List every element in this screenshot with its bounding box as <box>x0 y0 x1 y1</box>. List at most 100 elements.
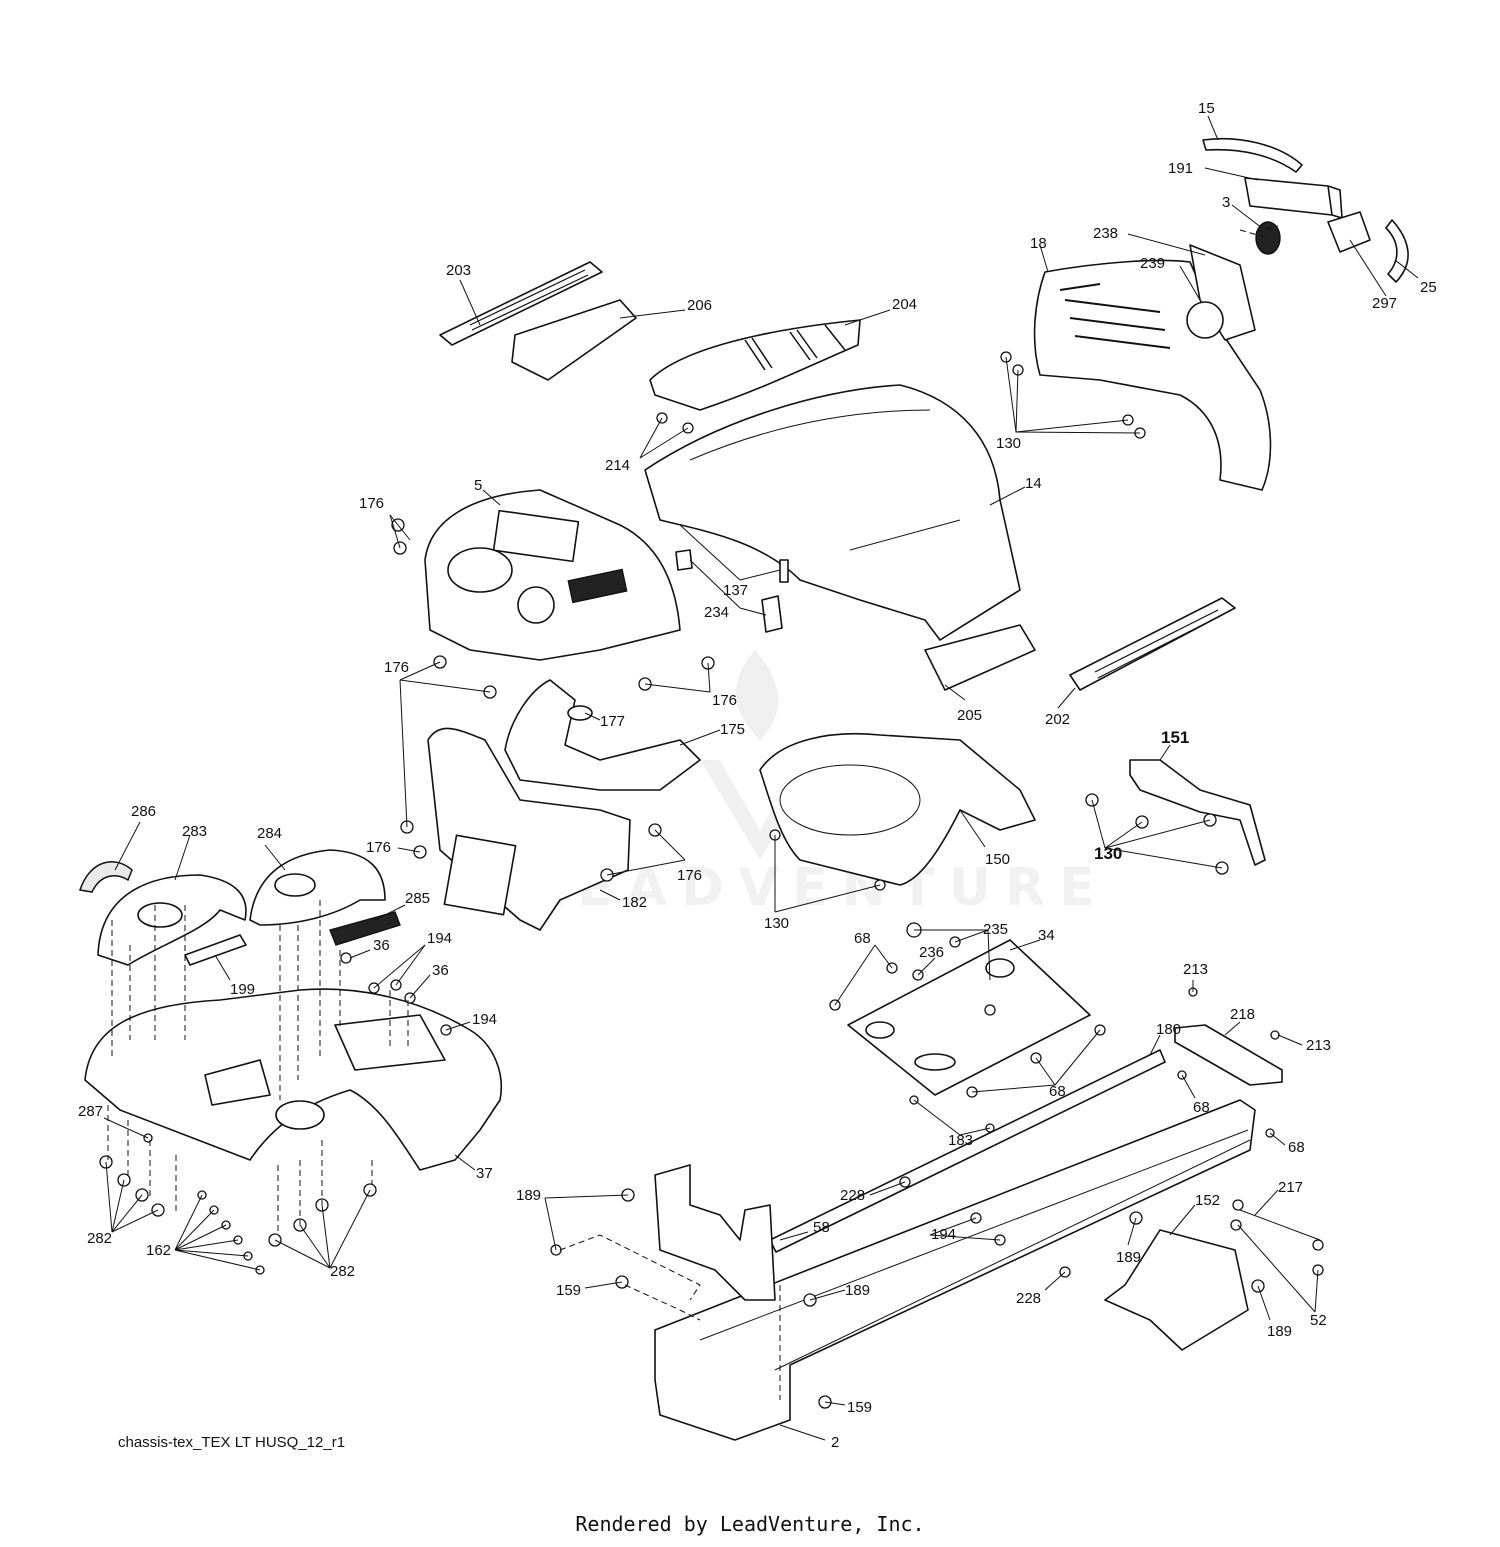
part-204-scoop[interactable] <box>649 319 861 411</box>
callout-218: 218 <box>1230 1006 1255 1023</box>
cover-284-ring <box>274 873 316 897</box>
alignment-dashes <box>107 225 1279 1400</box>
callout-282-right: 282 <box>330 1263 355 1280</box>
callout-175: 175 <box>720 721 745 738</box>
callout-52: 52 <box>1310 1312 1327 1329</box>
frame-lower-rail <box>699 1129 1251 1371</box>
part-239-headlight[interactable] <box>1186 301 1224 339</box>
part-206-duct[interactable] <box>511 299 637 381</box>
part-151-bracket[interactable] <box>1129 759 1266 866</box>
callout-217: 217 <box>1278 1179 1303 1196</box>
callout-287: 287 <box>78 1103 103 1120</box>
callout-234: 234 <box>704 604 729 621</box>
callout-203: 203 <box>446 262 471 279</box>
callout-36-a: 36 <box>373 937 390 954</box>
part-286-cap[interactable] <box>79 861 133 893</box>
part-191-block[interactable] <box>1244 177 1343 219</box>
callout-236: 236 <box>919 944 944 961</box>
part-234-bumper-b[interactable] <box>675 549 693 571</box>
part-177-grommet[interactable] <box>567 705 593 721</box>
part-205-lower-grille[interactable] <box>924 624 1036 691</box>
callout-68-low: 68 <box>1288 1139 1305 1156</box>
callout-189-left: 189 <box>516 1187 541 1204</box>
seat-pan-34-hole-c <box>865 1021 895 1039</box>
part-285-pad[interactable] <box>329 911 401 946</box>
pan-150-bowl <box>779 764 921 836</box>
callout-159-top: 159 <box>556 1282 581 1299</box>
part-202-vent[interactable] <box>1069 597 1236 691</box>
part-137-pin[interactable] <box>779 559 789 583</box>
callout-283: 283 <box>182 823 207 840</box>
callout-202: 202 <box>1045 711 1070 728</box>
part-152-plate[interactable] <box>1104 1229 1249 1351</box>
callout-36-b: 36 <box>432 962 449 979</box>
callout-177: 177 <box>600 713 625 730</box>
callout-183: 183 <box>948 1132 973 1149</box>
callout-176-left: 176 <box>366 839 391 856</box>
dash-switch-panel <box>567 568 628 604</box>
part-15-trim[interactable] <box>1202 137 1303 173</box>
callout-206: 206 <box>687 297 712 314</box>
part-238-lens[interactable] <box>1189 244 1256 341</box>
callout-159-low: 159 <box>847 1399 872 1416</box>
lower-dash-opening <box>443 834 517 916</box>
callout-214: 214 <box>605 457 630 474</box>
part-37-fender[interactable] <box>84 988 502 1171</box>
callout-189-mid: 189 <box>845 1282 870 1299</box>
cover-283-ring <box>137 902 183 928</box>
hood-14-panel <box>689 409 961 551</box>
callout-3: 3 <box>1222 194 1230 211</box>
part-58-bracket[interactable] <box>654 1164 776 1301</box>
dash-display-window <box>492 509 580 563</box>
seat-pan-34-hole-b <box>914 1053 956 1071</box>
callout-34: 34 <box>1038 927 1055 944</box>
part-180-frame-rail[interactable] <box>769 1049 1166 1253</box>
seat-pan-34-hole-a <box>985 958 1015 978</box>
part-34-seat-pan[interactable] <box>847 939 1091 1096</box>
part-234-bumper[interactable] <box>761 595 783 633</box>
callout-130-bracket: 130 <box>1094 844 1122 863</box>
dash-cupholder <box>447 547 513 593</box>
part-284-cover[interactable] <box>249 849 386 926</box>
callout-14: 14 <box>1025 475 1042 492</box>
callout-297: 297 <box>1372 295 1397 312</box>
part-175-bracket[interactable] <box>504 679 701 791</box>
callout-285: 285 <box>405 890 430 907</box>
part-217-rod[interactable] <box>1239 1209 1321 1241</box>
leader-lines <box>103 115 1419 1441</box>
part-218-plate[interactable] <box>1174 1024 1283 1086</box>
callout-199: 199 <box>230 981 255 998</box>
vent-202-slots <box>1094 609 1223 679</box>
callout-68-right: 68 <box>1049 1083 1066 1100</box>
footer-credit: Rendered by LeadVenture, Inc. <box>575 1512 925 1536</box>
callout-189-right: 189 <box>1116 1249 1141 1266</box>
part-297-block[interactable] <box>1327 211 1371 253</box>
callout-205: 205 <box>957 707 982 724</box>
part-150-pan[interactable] <box>759 732 1036 886</box>
part-3-emblem[interactable] <box>1255 221 1281 255</box>
callout-180: 180 <box>1156 1021 1181 1038</box>
grille-slats <box>1059 283 1171 349</box>
scoop-204-slots <box>744 324 846 371</box>
callout-238: 238 <box>1093 225 1118 242</box>
callout-176-mid: 176 <box>384 659 409 676</box>
part-203-vent[interactable] <box>439 261 603 346</box>
callout-15: 15 <box>1198 100 1215 117</box>
part-5-dash-console[interactable] <box>424 489 681 661</box>
callout-130-pan: 130 <box>764 915 789 932</box>
dash-key-socket <box>517 586 555 624</box>
part-14-hood[interactable] <box>644 384 1021 641</box>
callout-204: 204 <box>892 296 917 313</box>
callout-176-lower: 176 <box>677 867 702 884</box>
callout-228-low: 228 <box>1016 1290 1041 1307</box>
callout-137: 137 <box>723 582 748 599</box>
callout-152: 152 <box>1195 1192 1220 1209</box>
callout-284: 284 <box>257 825 282 842</box>
callout-2: 2 <box>831 1434 839 1451</box>
part-199-decal[interactable] <box>184 934 247 966</box>
fender-37-seat-recess <box>204 1059 271 1106</box>
callout-18: 18 <box>1030 235 1047 252</box>
part-25-clip[interactable] <box>1385 219 1409 283</box>
callout-5: 5 <box>474 477 482 494</box>
